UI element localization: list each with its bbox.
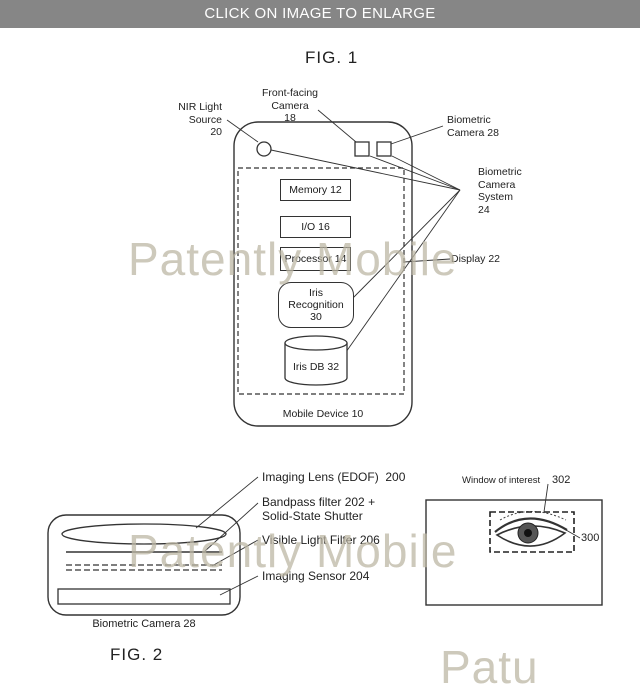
display-area: [237, 167, 405, 395]
watermark-3: Patu: [440, 641, 539, 693]
biometric-camera-label: Biometric Camera 28: [447, 114, 499, 139]
front-facing-camera-label: Front-facing Camera 18: [261, 87, 319, 124]
nir-light-source-icon: [256, 141, 272, 157]
memory-box: Memory 12: [280, 179, 351, 201]
iris-db-label: Iris DB 32: [292, 361, 340, 373]
eye-icon: [494, 511, 568, 547]
imaging-lens-label: Imaging Lens (EDOF) 200: [262, 470, 406, 484]
front-camera-icon: [354, 141, 370, 157]
processor-box: Processor 14: [280, 247, 351, 271]
io-box: I/O 16: [280, 216, 351, 238]
biometric-camera-icon: [376, 141, 392, 157]
visible-light-filter-label: Visible Light Filter 206: [262, 533, 380, 547]
window-of-interest-label: Window of interest: [462, 475, 541, 486]
biometric-camera-body: [47, 514, 241, 616]
display-label: Display 22: [451, 253, 501, 265]
imaging-sensor: [57, 588, 231, 605]
fig1-title: FIG. 1: [305, 48, 359, 67]
iris-recognition-box: Iris Recognition 30: [278, 282, 354, 328]
eye-image-frame: [425, 499, 603, 606]
watermark-2: Patently Mobile: [128, 525, 458, 577]
imaging-sensor-label: Imaging Sensor 204: [262, 569, 370, 583]
fig2-title: FIG. 2: [110, 645, 164, 664]
biometric-camera-caption: Biometric Camera 28: [92, 618, 196, 630]
bandpass-filter-label: Bandpass filter 202 + Solid-State Shutte…: [262, 495, 376, 523]
window-of-interest-box: [489, 511, 575, 553]
biometric-camera-system-label: Biometric Camera System 24: [478, 166, 522, 216]
window-ref-label: 302: [552, 474, 571, 486]
eye-ref-label: 300: [581, 532, 600, 544]
imaging-lens: [61, 523, 227, 545]
mobile-device-outline: [233, 121, 413, 427]
nir-light-source-label: NIR Light Source 20: [178, 101, 222, 138]
watermark-1: Patently Mobile: [128, 233, 458, 285]
enlarge-banner[interactable]: CLICK ON IMAGE TO ENLARGE: [0, 0, 640, 28]
mobile-device-label: Mobile Device 10: [282, 408, 364, 420]
iris-db-cylinder: [284, 335, 348, 386]
